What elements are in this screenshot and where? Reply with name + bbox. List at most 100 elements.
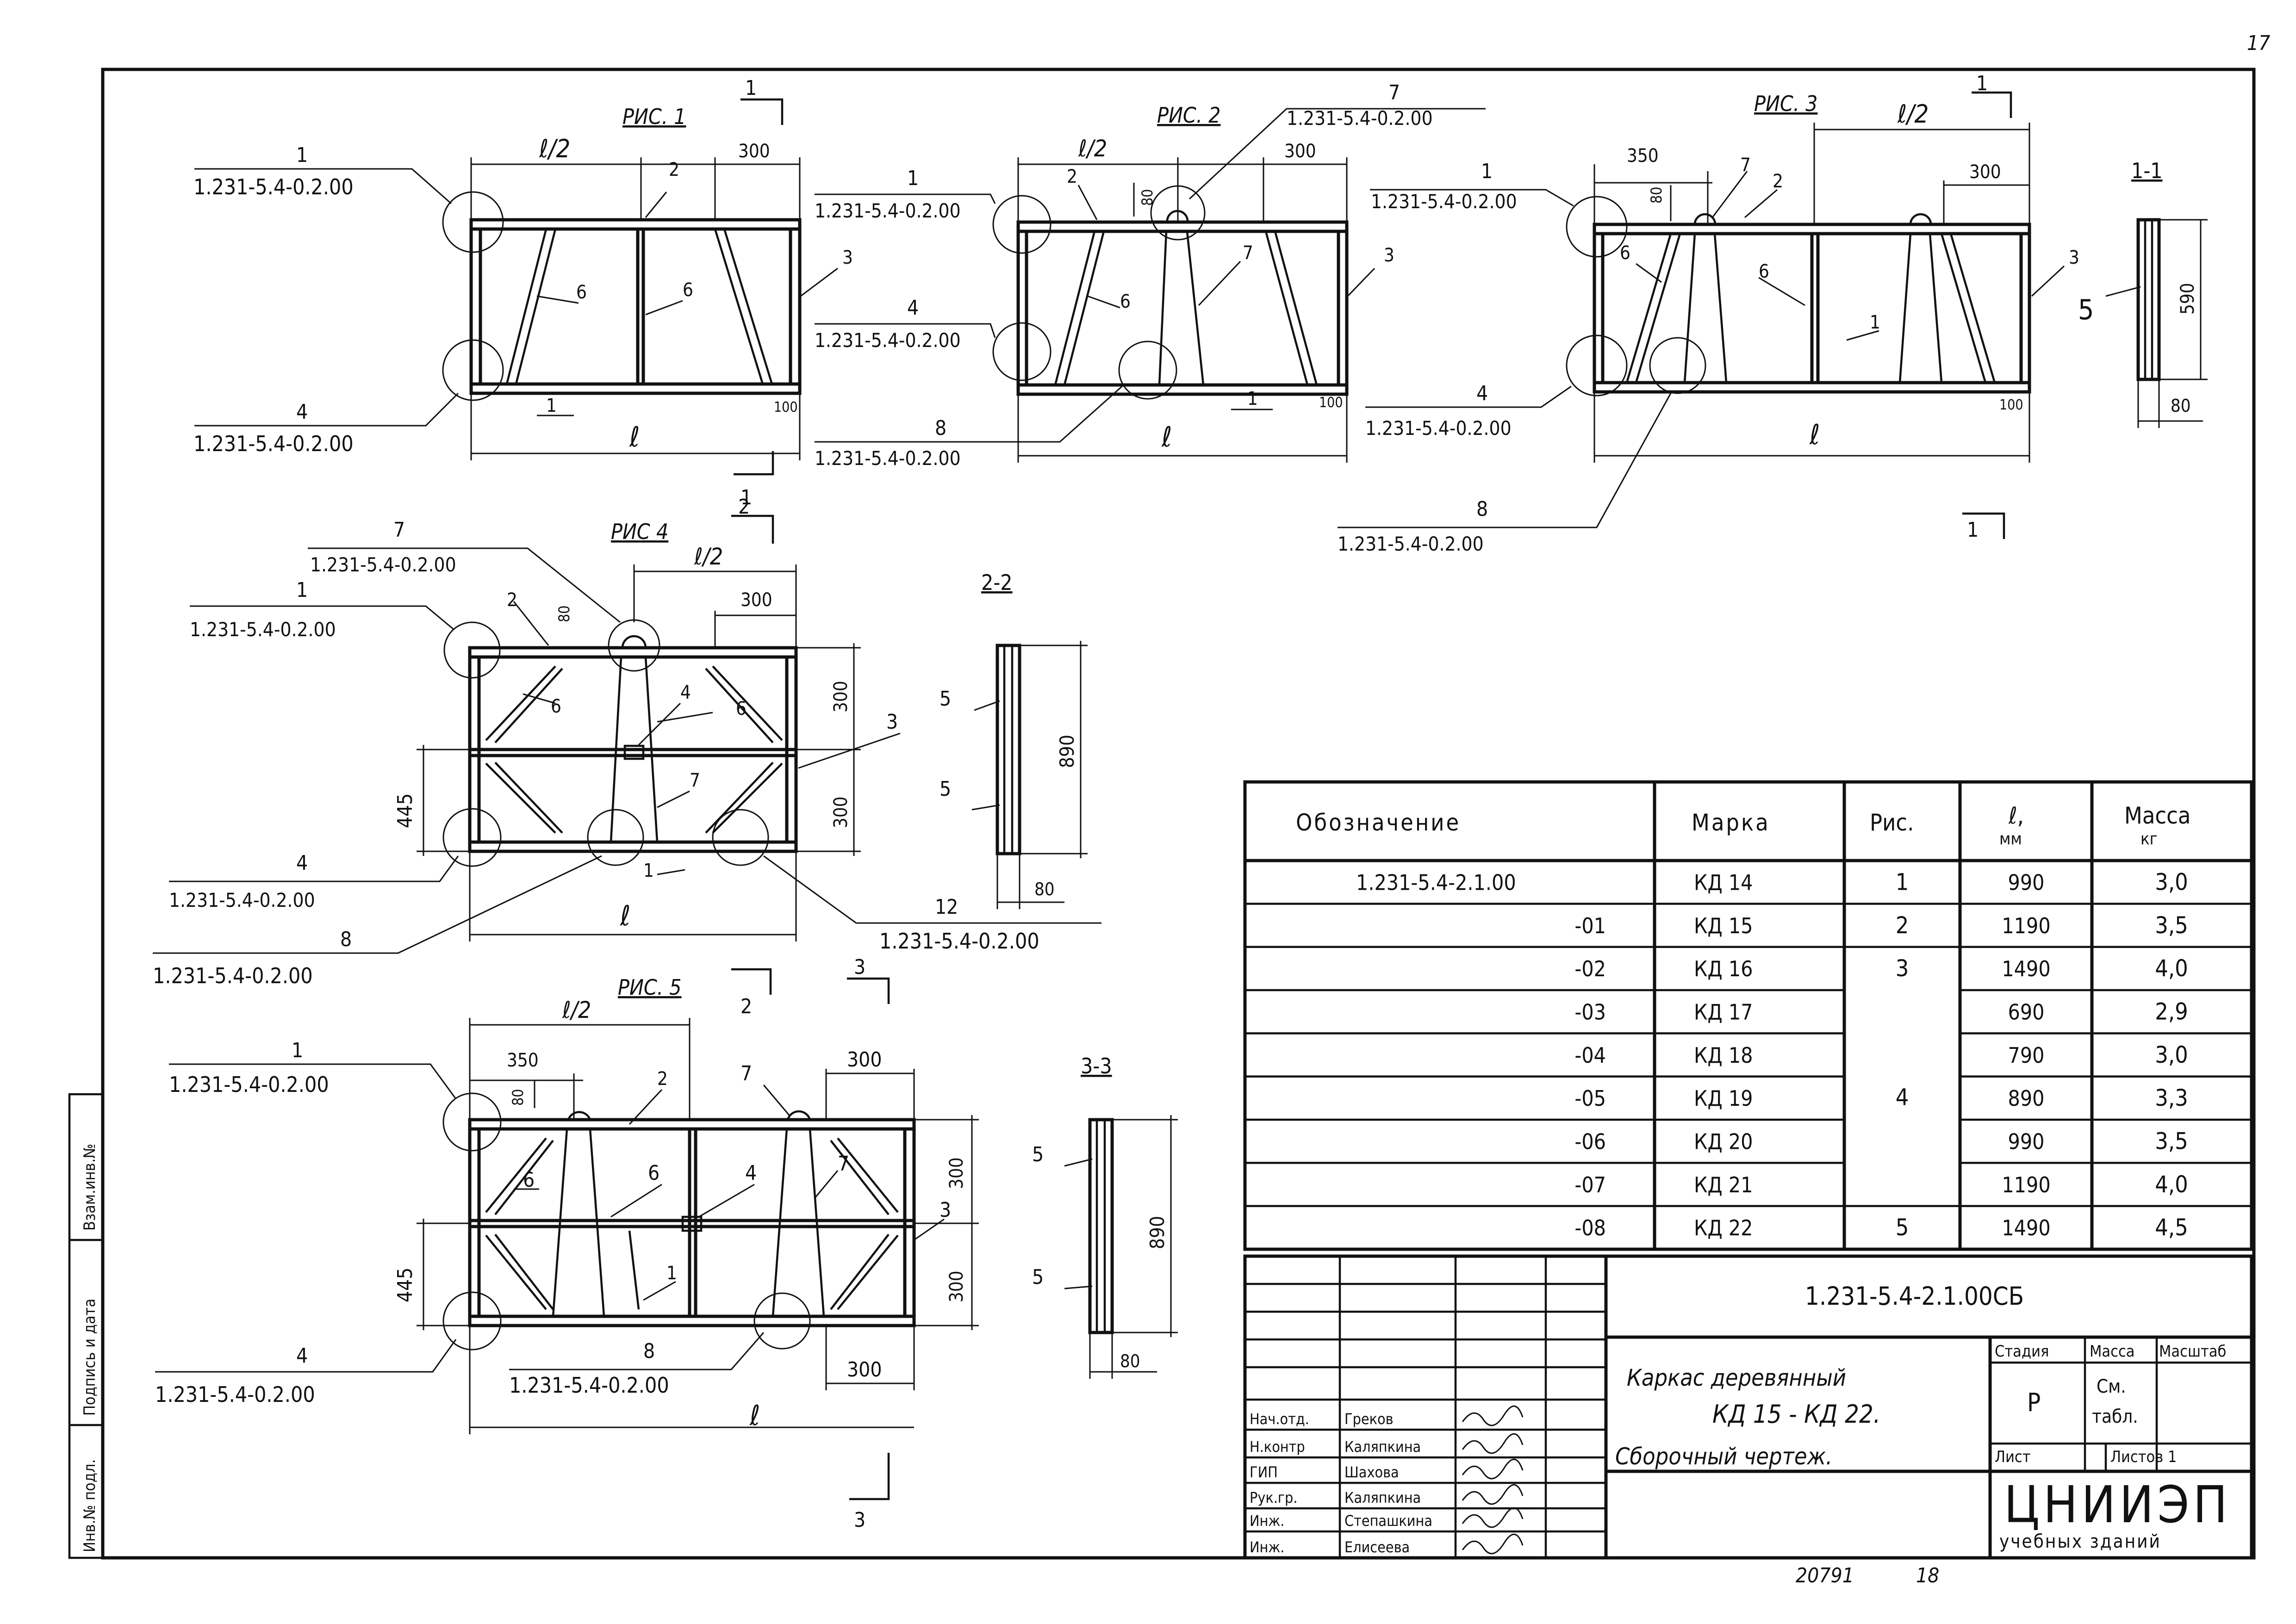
th-fig: Рис. (1870, 809, 1914, 836)
callout-1-ref-fig2: 1.231-5.4-0.2.00 (815, 199, 961, 222)
figure-3: РИС. 3 350 ℓ/2 300 80 ℓ 100 (1338, 72, 2079, 555)
tb-stage-header: Стадия (1995, 1342, 2049, 1361)
callout-4-fig5: 4 (296, 1344, 308, 1368)
cell-length: 890 (2008, 1086, 2045, 1111)
cell-fig: 3 (1896, 955, 1909, 982)
callout-4b-fig4: 4 (680, 682, 691, 703)
callout-1-fig3: 1 (1481, 160, 1493, 183)
callout-1-fig2: 1 (907, 167, 919, 190)
callout-1-fig5: 1 (292, 1039, 303, 1062)
section-1-1-title: 1-1 (2131, 158, 2163, 183)
dim-300-fig3: 300 (1969, 161, 2001, 183)
callout-6b-fig3: 6 (1759, 261, 1769, 282)
dim-l: ℓ (629, 421, 640, 453)
cell-fig: 4 (1896, 1084, 1909, 1110)
tb-title-2: КД 15 - КД 22. (1712, 1400, 1880, 1429)
callout-6a-fig3: 6 (1620, 242, 1630, 264)
dim-300b-fig5: 300 (847, 1358, 882, 1382)
callout-2-fig2: 2 (1067, 166, 1077, 187)
cell-designation: -05 (1574, 1086, 1606, 1111)
side-stamp: Взам.инв.№ Подпись и дата Инв.№ подл. (68, 1093, 104, 1559)
archive-sheet: 18 (1916, 1564, 1939, 1587)
callout-1b-fig2: 1 (1247, 388, 1258, 409)
cell-mark: КД 21 (1694, 1172, 1753, 1197)
callout-2: 2 (669, 159, 679, 180)
tb-title-1: Каркас деревянный (1627, 1364, 1846, 1391)
dim-350-fig3: 350 (1627, 145, 1659, 167)
dim-l-fig4: ℓ (620, 900, 630, 932)
callout-1-fig4: 1 (296, 578, 308, 602)
tb-title-3: Сборочный чертеж. (1615, 1443, 1832, 1470)
cell-length: 790 (2008, 1043, 2045, 1068)
dim-890-s33: 890 (1146, 1216, 1169, 1249)
callout-3-fig4: 3 (886, 710, 898, 734)
callout-1b-fig3: 1 (1870, 312, 1880, 333)
cell-length: 1190 (2002, 1172, 2050, 1197)
cell-designation: -07 (1574, 1172, 1606, 1197)
cell-mass: 3,0 (2155, 1041, 2188, 1068)
figure-2: РИС. 2 ℓ/2 300 80 ℓ 100 1 1.231-5.4-0.2.… (815, 81, 1486, 470)
figure-5: РИС. 5 (155, 955, 979, 1532)
cell-mass: 4,5 (2155, 1214, 2188, 1241)
dim-80-fig5: 80 (509, 1089, 527, 1106)
cell-length: 1490 (2002, 1215, 2050, 1240)
cell-mass: 3,0 (2155, 868, 2188, 895)
signer-role: Н.контр (1250, 1438, 1305, 1456)
dim-l-fig3: ℓ (1809, 419, 1820, 451)
callout-7-fig5: 7 (740, 1062, 752, 1085)
callout-7-fig2: 7 (1388, 81, 1400, 105)
cell-length: 1190 (2002, 913, 2050, 938)
signature-scribble (1462, 1507, 1524, 1528)
section-2-2: 2-2 890 80 5 5 (940, 570, 1088, 909)
callout-5-s11: 5 (2078, 294, 2094, 326)
callout-3-fig5: 3 (940, 1198, 951, 1222)
dim-80-2: 80 (1139, 189, 1156, 206)
cell-mark: КД 20 (1694, 1129, 1753, 1154)
signer-name: Елисеева (1344, 1538, 1410, 1556)
cell-fig: 1 (1896, 868, 1909, 895)
tb-mass-2: табл. (2092, 1406, 2138, 1427)
callout-4-fig4: 4 (296, 851, 308, 875)
signer-role: ГИП (1250, 1463, 1278, 1481)
signature-scribble (1462, 1533, 1524, 1555)
figure-4: РИС 4 (153, 495, 1101, 1018)
callout-1b-fig5: 1 (666, 1263, 677, 1284)
cell-designation: -08 (1574, 1215, 1606, 1240)
th-length: ℓ,мм (1999, 802, 2024, 849)
callout-5a-s22: 5 (940, 687, 951, 711)
cell-designation: -03 (1574, 999, 1606, 1024)
signer-role: Нач.отд. (1250, 1410, 1309, 1428)
dim-300-fig5: 300 (847, 1048, 882, 1072)
callout-3: 3 (842, 247, 853, 268)
th-mark: Марка (1692, 809, 1770, 836)
callout-4-ref: 1.231-5.4-0.2.00 (193, 431, 354, 456)
cell-mark: КД 15 (1694, 913, 1753, 938)
cell-mass: 3,5 (2155, 1128, 2188, 1154)
dim-80-s11: 80 (2171, 396, 2191, 416)
callout-5b-s33: 5 (1032, 1265, 1044, 1289)
dim-445-fig5: 445 (393, 1267, 417, 1302)
callout-1-ref: 1.231-5.4-0.2.00 (193, 174, 354, 199)
stamp-sign-date: Подпись и дата (81, 1299, 99, 1416)
callout-6a-fig4: 6 (551, 696, 561, 717)
tb-stage: Р (2027, 1388, 2041, 1417)
cell-designation: 1.231-5.4-2.1.00 (1356, 870, 1516, 895)
callout-6b-fig5: 6 (648, 1161, 660, 1185)
callout-4b-fig5: 4 (745, 1161, 757, 1185)
cell-mark: КД 18 (1694, 1043, 1753, 1068)
cut-1-top-fig3: 1 (1976, 72, 1988, 95)
tb-sheets: Листов 1 (2110, 1448, 2177, 1466)
dim-300v-a-fig4: 300 (830, 681, 852, 713)
figure-4-title: РИС 4 (611, 519, 668, 544)
callout-8-fig4: 8 (340, 928, 352, 951)
figure-5-title: РИС. 5 (618, 975, 681, 1000)
